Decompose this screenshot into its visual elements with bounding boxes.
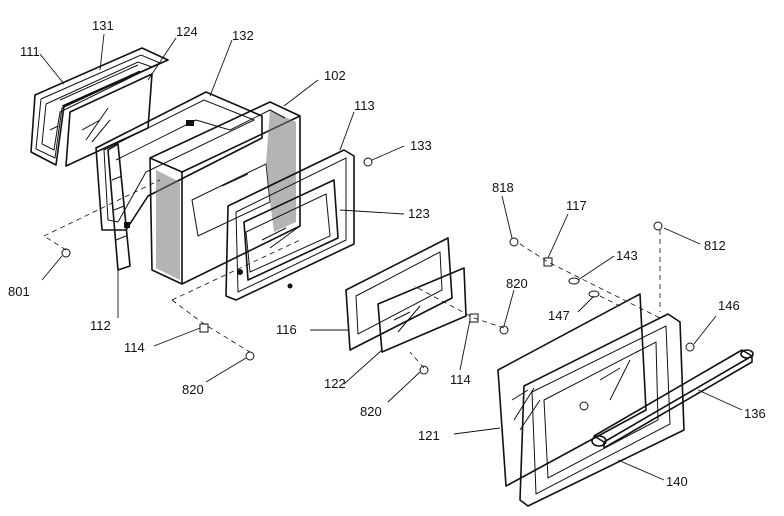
leader-lines (39, 33, 743, 481)
label-820-a: 820 (506, 276, 528, 291)
screw-801 (61, 248, 71, 258)
assembly-lines (43, 179, 661, 369)
screw-812 (653, 221, 663, 231)
washer-147 (588, 290, 600, 298)
label-102: 102 (324, 68, 346, 83)
part-136-handle (591, 349, 754, 449)
label-812: 812 (704, 238, 726, 253)
label-113: 113 (354, 98, 375, 113)
callout-labels: 111 131 124 132 102 113 133 818 117 812 … (8, 18, 766, 489)
part-102-insulation-box (149, 101, 301, 285)
label-136: 136 (744, 406, 766, 421)
part-123-window (243, 179, 339, 281)
label-820-b: 820 (182, 382, 204, 397)
part-131-gasket (59, 64, 141, 107)
part-112-bracket (107, 143, 131, 271)
label-132: 132 (232, 28, 254, 43)
label-133: 133 (410, 138, 432, 153)
part-111-frame (30, 47, 169, 166)
label-147: 147 (548, 308, 570, 323)
clip-133 (363, 157, 373, 167)
label-124: 124 (176, 24, 198, 39)
label-131: 131 (92, 18, 114, 33)
part-132-frame (95, 91, 263, 231)
label-111: 111 (20, 44, 40, 59)
part-122-glass (377, 267, 467, 353)
bracket-114b (469, 313, 479, 323)
label-818: 818 (492, 180, 514, 195)
label-820-c: 820 (360, 404, 382, 419)
washer-143 (568, 277, 580, 285)
label-801: 801 (8, 284, 30, 299)
bracket-114a (199, 323, 209, 333)
screw-820c (419, 365, 429, 375)
label-140: 140 (666, 474, 688, 489)
bracket-117 (543, 257, 553, 267)
spacer-146 (685, 342, 695, 352)
label-112: 112 (90, 318, 111, 333)
label-114-a: 114 (124, 340, 145, 355)
label-117: 117 (566, 198, 587, 213)
label-143: 143 (616, 248, 638, 263)
label-123: 123 (408, 206, 430, 221)
part-113-inner-panel (225, 149, 355, 301)
screw-820b (245, 351, 255, 361)
part-121-outer-glass (497, 293, 647, 487)
label-116: 116 (276, 322, 297, 337)
label-122: 122 (324, 376, 346, 391)
part-116-window-frame (345, 237, 453, 351)
part-140-outer-frame (519, 313, 685, 507)
label-146: 146 (718, 298, 740, 313)
label-121: 121 (418, 428, 440, 443)
label-114-b: 114 (450, 372, 471, 387)
screw-818 (509, 237, 519, 247)
